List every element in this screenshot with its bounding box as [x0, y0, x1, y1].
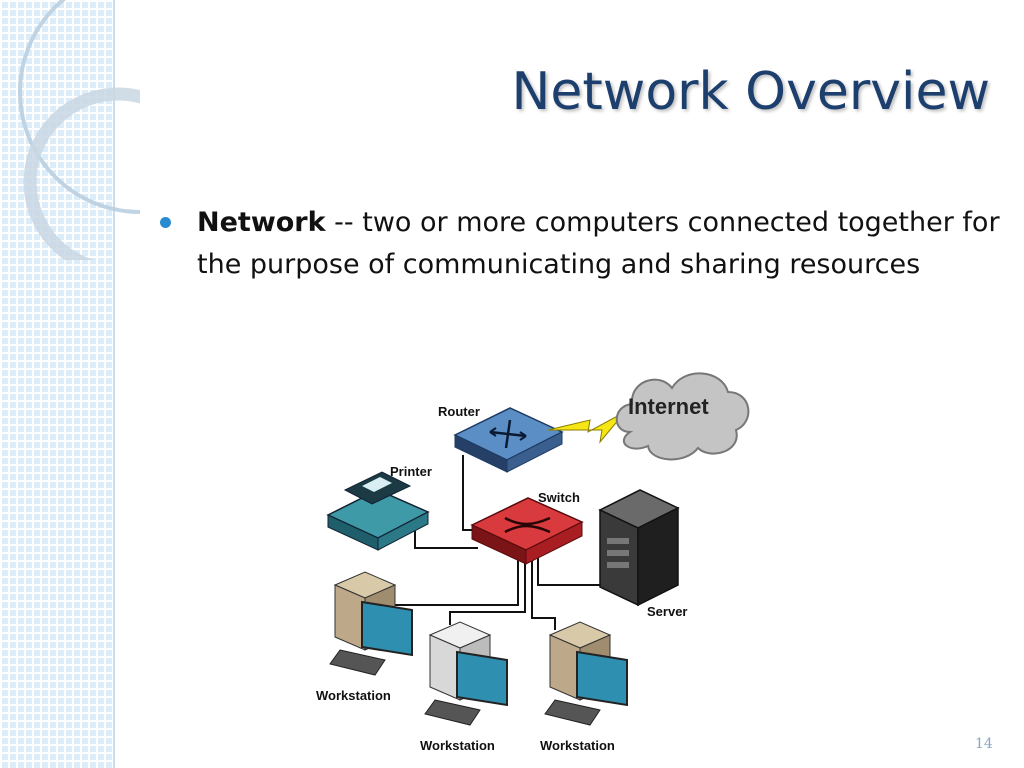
- workstation-right: Workstation: [540, 621, 628, 753]
- router-icon: Router: [438, 404, 564, 473]
- printer-label: Printer: [390, 464, 432, 479]
- switch-label: Switch: [538, 490, 580, 505]
- bullet-definition: -- two or more computers connected toget…: [197, 207, 1000, 280]
- workstation-left: Workstation: [316, 571, 413, 703]
- bullet-dot-icon: [160, 217, 171, 228]
- server-label: Server: [647, 604, 687, 619]
- network-diagram: Router Internet Printer Switch Server: [316, 372, 750, 753]
- decorative-rings: [18, 0, 140, 260]
- workstation-icon: [424, 621, 508, 726]
- workstation-center: Workstation: [420, 621, 508, 753]
- workstation-icon: [329, 571, 413, 676]
- switch-icon: Switch: [470, 490, 584, 565]
- bullet-item: Network -- two or more computers connect…: [160, 202, 1010, 286]
- slide-title: Network Overview: [511, 62, 990, 122]
- bullet-term: Network: [197, 207, 326, 238]
- bullet-text: Network -- two or more computers connect…: [197, 202, 1010, 286]
- workstation-label-left: Workstation: [316, 688, 391, 703]
- workstation-label-right: Workstation: [540, 738, 615, 753]
- router-label: Router: [438, 404, 480, 419]
- printer-icon: Printer: [326, 464, 432, 551]
- internet-cloud-icon: Internet: [615, 372, 750, 461]
- internet-label: Internet: [628, 394, 709, 419]
- workstation-icon: [544, 621, 628, 726]
- slide-number: 14: [975, 736, 993, 752]
- server-icon: Server: [598, 489, 687, 619]
- workstation-label-center: Workstation: [420, 738, 495, 753]
